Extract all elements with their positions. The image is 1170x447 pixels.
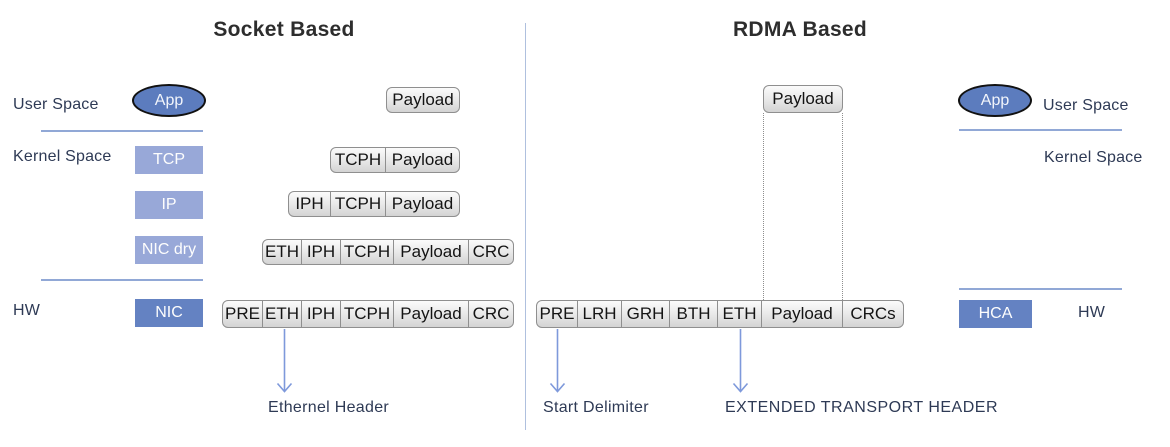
separator-user-kernel-left (41, 130, 203, 132)
packet-cell: Payload (393, 239, 469, 265)
socket-packet-nicdrv: ETH IPH TCPH Payload CRC (262, 239, 514, 265)
rdma-section-title: RDMA Based (732, 18, 868, 41)
hw-label-left: HW (13, 302, 41, 319)
packet-cell: TCPH (330, 191, 386, 217)
socket-packet-tcp: TCPH Payload (330, 147, 460, 173)
packet-cell: IPH (288, 191, 331, 217)
packet-cell: IPH (301, 300, 341, 328)
kernel-space-label-left: Kernel Space (13, 148, 112, 165)
app-ellipse-right: App (958, 84, 1032, 117)
packet-cell: PRE (222, 300, 263, 328)
packet-cell: TCPH (340, 239, 394, 265)
ethernet-header-annotation: Ethernel Header (268, 399, 390, 416)
packet-cell: CRC (468, 239, 514, 265)
rdma-packet-hw: PRE LRH GRH BTH ETH Payload CRCs (536, 300, 904, 328)
packet-cell: TCPH (340, 300, 394, 328)
extended-transport-header-annotation: EXTENDED TRANSPORT HEADER (725, 399, 998, 416)
hw-label-right: HW (1078, 304, 1106, 321)
separator-user-kernel-right (959, 129, 1122, 131)
packet-cell: GRH (621, 300, 670, 328)
packet-cell: ETH (717, 300, 762, 328)
socket-section-title: Socket Based (213, 18, 355, 41)
socket-packet-user: Payload (386, 87, 460, 113)
section-divider (525, 23, 526, 430)
packet-cell: LRH (577, 300, 622, 328)
packet-cell: IPH (301, 239, 341, 265)
extended-transport-header-arrow-icon (732, 329, 749, 393)
packet-cell: CRC (468, 300, 514, 328)
packet-cell: PRE (536, 300, 578, 328)
payload-trace-line-left (763, 113, 764, 300)
kernel-space-label-right: Kernel Space (1044, 149, 1143, 166)
packet-cell: Payload (385, 191, 460, 217)
user-space-label-left: User Space (13, 96, 99, 113)
hca-box: HCA (959, 300, 1032, 328)
packet-cell: Payload (761, 300, 843, 328)
socket-packet-hw: PRE ETH IPH TCPH Payload CRC (222, 300, 514, 328)
socket-packet-ip: IPH TCPH Payload (288, 191, 460, 217)
layer-nic: NIC (135, 299, 203, 327)
packet-cell: CRCs (842, 300, 904, 328)
payload-trace-line-right (842, 113, 843, 300)
layer-nic-driver: NIC dry (135, 236, 203, 264)
ethernet-header-arrow-icon (276, 329, 293, 393)
separator-kernel-hw-left (41, 279, 203, 281)
user-space-label-right: User Space (1043, 97, 1129, 114)
packet-cell: Payload (386, 87, 460, 113)
layer-tcp: TCP (135, 146, 203, 174)
separator-kernel-hw-right (959, 288, 1122, 290)
packet-cell: TCPH (330, 147, 386, 173)
packet-cell: Payload (385, 147, 460, 173)
start-delimiter-annotation: Start Delimiter (543, 399, 649, 416)
packet-cell: Payload (393, 300, 469, 328)
app-ellipse-left: App (132, 84, 206, 117)
packet-cell: ETH (262, 300, 302, 328)
packet-cell: Payload (763, 85, 843, 113)
start-delimiter-arrow-icon (549, 329, 566, 393)
layer-ip: IP (135, 191, 203, 219)
packet-cell: ETH (262, 239, 302, 265)
packet-cell: BTH (669, 300, 718, 328)
rdma-payload-box: Payload (763, 85, 843, 113)
